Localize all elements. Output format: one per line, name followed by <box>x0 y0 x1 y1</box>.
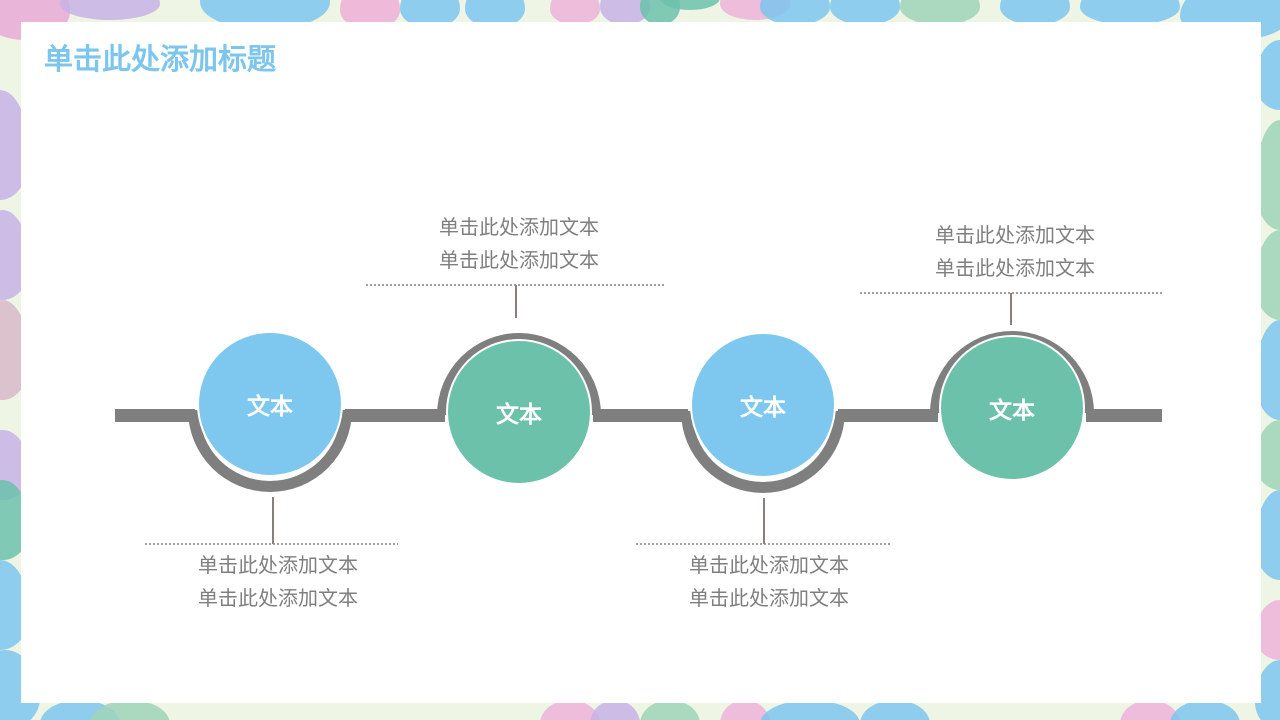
node-3-label[interactable]: 文本 <box>740 395 786 421</box>
node-1-arc <box>188 410 352 492</box>
node-3-arc <box>681 411 845 493</box>
node-2-label[interactable]: 文本 <box>496 402 542 428</box>
node-1-label[interactable]: 文本 <box>247 394 293 420</box>
node-1-caption[interactable]: 单击此处添加文本 单击此处添加文本 <box>158 549 398 615</box>
caption-line: 单击此处添加文本 <box>689 586 849 610</box>
node-3-caption[interactable]: 单击此处添加文本 单击此处添加文本 <box>649 549 889 615</box>
node-4-label[interactable]: 文本 <box>989 398 1035 424</box>
caption-line: 单击此处添加文本 <box>198 586 358 610</box>
slide-title[interactable]: 单击此处添加标题 <box>44 42 277 76</box>
node-1-circle[interactable] <box>197 331 343 477</box>
caption-line: 单击此处添加文本 <box>689 553 849 577</box>
caption-line: 单击此处添加文本 <box>198 553 358 577</box>
caption-line: 单击此处添加文本 <box>935 223 1095 247</box>
caption-line: 单击此处添加文本 <box>439 215 599 239</box>
timeline-line <box>115 409 1162 422</box>
node-3-circle[interactable] <box>690 332 836 478</box>
node-4-circle[interactable] <box>939 335 1085 481</box>
node-2-caption[interactable]: 单击此处添加文本 单击此处添加文本 <box>399 211 639 277</box>
caption-line: 单击此处添加文本 <box>935 256 1095 280</box>
node-2-circle[interactable] <box>446 339 592 485</box>
node-4-caption[interactable]: 单击此处添加文本 单击此处添加文本 <box>895 219 1135 285</box>
caption-line: 单击此处添加文本 <box>439 248 599 272</box>
